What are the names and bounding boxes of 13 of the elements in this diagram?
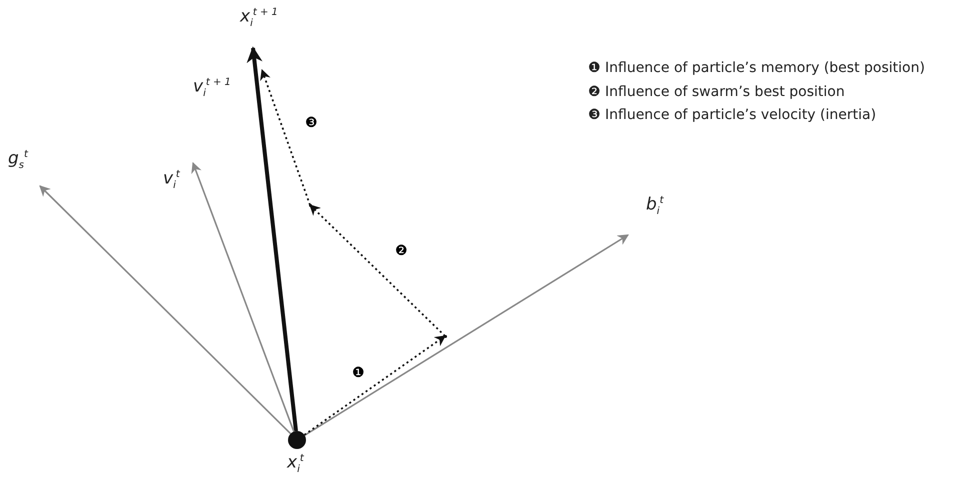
corner-point xyxy=(308,204,312,206)
dotted-arrow xyxy=(260,68,311,206)
vector-arrow xyxy=(191,162,295,432)
vector-arrow xyxy=(246,46,298,432)
legend-entry: ❷ Influence of swarm’s best position xyxy=(588,84,845,100)
legend-entry: ❸ Influence of particle’s velocity (inertia) xyxy=(588,107,876,123)
legend-entry: ❶ Influence of particle’s memory (best position) xyxy=(588,60,925,76)
vector-arrow xyxy=(304,234,629,436)
vector-arrow xyxy=(39,185,292,434)
dotted-arrow xyxy=(304,335,446,436)
dotted-arrow xyxy=(309,204,446,337)
particle-dot xyxy=(288,431,306,449)
corner-point xyxy=(444,334,446,338)
